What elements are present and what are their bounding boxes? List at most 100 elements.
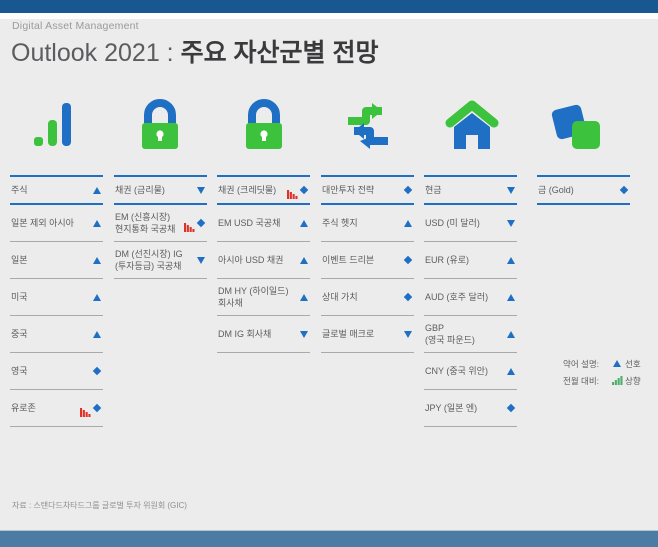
column-header-marks xyxy=(287,185,310,199)
top-accent-bar xyxy=(0,0,658,13)
up-triangle-icon xyxy=(93,256,101,264)
page-title: Outlook 2021 : 주요 자산군별 전망 xyxy=(11,33,378,69)
column-header-marks xyxy=(197,186,207,194)
asset-row[interactable]: DM (선진시장) IG(투자등급) 국공채 xyxy=(114,242,207,279)
asset-row[interactable]: USD (미 달러) xyxy=(424,205,517,242)
neutral-diamond-icon xyxy=(299,185,309,195)
asset-row-marks xyxy=(300,330,310,338)
neutral-diamond-icon xyxy=(403,185,413,195)
asset-row[interactable]: CNY (중국 위안) xyxy=(424,353,517,390)
downgrade-bars-icon xyxy=(287,186,298,199)
asset-row-label: 일본 제외 아시아 xyxy=(11,218,74,228)
column-header-marks xyxy=(403,185,414,195)
asset-row-label: JPY (일본 엔) xyxy=(425,403,478,413)
asset-row[interactable]: EM (신흥시장)현지통화 국공채 xyxy=(114,205,207,242)
asset-row[interactable]: JPY (일본 엔) xyxy=(424,390,517,427)
icon-strip xyxy=(0,85,658,165)
up-triangle-icon xyxy=(93,330,101,338)
asset-row-marks xyxy=(300,256,310,264)
kicker-text: Digital Asset Management xyxy=(12,20,139,32)
swap-arrows-icon xyxy=(316,85,419,165)
asset-row[interactable]: DM IG 회사채 xyxy=(217,316,310,353)
asset-row-label: 미국 xyxy=(11,292,28,302)
slide-body xyxy=(0,19,658,530)
up-triangle-icon xyxy=(93,219,101,227)
asset-row[interactable]: EUR (유로) xyxy=(424,242,517,279)
asset-row[interactable]: 이벤트 드리븐 xyxy=(321,242,414,279)
column-header[interactable]: 대안투자 전략 xyxy=(321,175,414,205)
asset-row-label: 상대 가치 xyxy=(322,292,358,302)
neutral-diamond-icon xyxy=(403,255,413,265)
asset-row[interactable]: 주식 헷지 xyxy=(321,205,414,242)
up-triangle-icon xyxy=(507,367,515,375)
column-header[interactable]: 채권 (크레딧물) xyxy=(217,175,310,205)
column-header-marks xyxy=(619,185,630,195)
asset-row-marks xyxy=(80,403,103,417)
asset-row-marks xyxy=(506,403,517,413)
asset-row-label: 이벤트 드리븐 xyxy=(322,255,375,265)
asset-row-label: EM (신흥시장)현지통화 국공채 xyxy=(115,212,176,234)
asset-column: 채권 (금리물) EM (신흥시장)현지통화 국공채 DM (선진시장) IG(투자… xyxy=(114,175,207,279)
down-triangle-icon xyxy=(197,256,205,264)
up-triangle-icon xyxy=(300,293,308,301)
down-triangle-icon xyxy=(197,186,205,194)
asset-row-label: DM (선진시장) IG(투자등급) 국공채 xyxy=(115,249,183,271)
asset-row-marks xyxy=(404,219,414,227)
asset-row[interactable]: 일본 xyxy=(10,242,103,279)
legend-row: 약어 설명:선호 xyxy=(563,355,658,372)
asset-row-label: 아시아 USD 채권 xyxy=(218,255,284,265)
asset-row-marks xyxy=(300,293,310,301)
asset-row[interactable]: 미국 xyxy=(10,279,103,316)
asset-row-marks xyxy=(403,292,414,302)
asset-row[interactable]: DM HY (하이일드)회사채 xyxy=(217,279,310,316)
asset-row-marks xyxy=(404,330,414,338)
column-header[interactable]: 금 (Gold) xyxy=(537,175,630,205)
column-header[interactable]: 현금 xyxy=(424,175,517,205)
column-header-label: 채권 (금리물) xyxy=(115,184,165,195)
asset-row-marks xyxy=(184,218,207,232)
up-triangle-icon xyxy=(613,360,621,367)
asset-row[interactable]: 글로벌 매크로 xyxy=(321,316,414,353)
neutral-diamond-icon xyxy=(92,403,102,413)
upgrade-bars-icon xyxy=(609,376,625,385)
asset-row-marks xyxy=(507,367,517,375)
asset-row[interactable]: 중국 xyxy=(10,316,103,353)
asset-row-marks xyxy=(197,256,207,264)
asset-row[interactable]: 유로존 xyxy=(10,390,103,427)
asset-row[interactable]: 아시아 USD 채권 xyxy=(217,242,310,279)
downgrade-bars-icon xyxy=(184,219,195,232)
asset-row-label: CNY (중국 위안) xyxy=(425,366,488,376)
column-header-label: 채권 (크레딧물) xyxy=(218,184,277,195)
asset-row[interactable]: GBP(영국 파운드) xyxy=(424,316,517,353)
asset-row-marks xyxy=(507,293,517,301)
column-header[interactable]: 주식 xyxy=(10,175,103,205)
asset-row[interactable]: 영국 xyxy=(10,353,103,390)
asset-row-label: 주식 헷지 xyxy=(322,218,358,228)
asset-row[interactable]: AUD (호주 달러) xyxy=(424,279,517,316)
asset-row[interactable]: 일본 제외 아시아 xyxy=(10,205,103,242)
asset-row-label: 영국 xyxy=(11,366,28,376)
asset-row-label: 일본 xyxy=(11,255,28,265)
title-plain: Outlook 2021 : xyxy=(11,39,181,67)
asset-row-marks xyxy=(93,330,103,338)
padlock-closed-icon xyxy=(108,85,211,165)
bar-chart-icon xyxy=(4,85,107,165)
bottom-accent-bar xyxy=(0,530,658,547)
asset-row-label: 글로벌 매크로 xyxy=(322,329,375,339)
legend-caption: 전월 대비: xyxy=(563,375,600,386)
asset-row-label: EM USD 국공채 xyxy=(218,218,281,228)
asset-row[interactable]: 상대 가치 xyxy=(321,279,414,316)
asset-row[interactable]: EM USD 국공채 xyxy=(217,205,310,242)
asset-row-marks xyxy=(403,255,414,265)
asset-row-label: AUD (호주 달러) xyxy=(425,292,489,302)
column-header-label: 현금 xyxy=(425,184,442,195)
legend-caption: 약어 설명: xyxy=(563,358,600,369)
up-triangle-icon xyxy=(93,186,101,194)
asset-row-label: USD (미 달러) xyxy=(425,218,480,228)
column-header[interactable]: 채권 (금리물) xyxy=(114,175,207,205)
asset-row-label: GBP(영국 파운드) xyxy=(425,323,475,345)
